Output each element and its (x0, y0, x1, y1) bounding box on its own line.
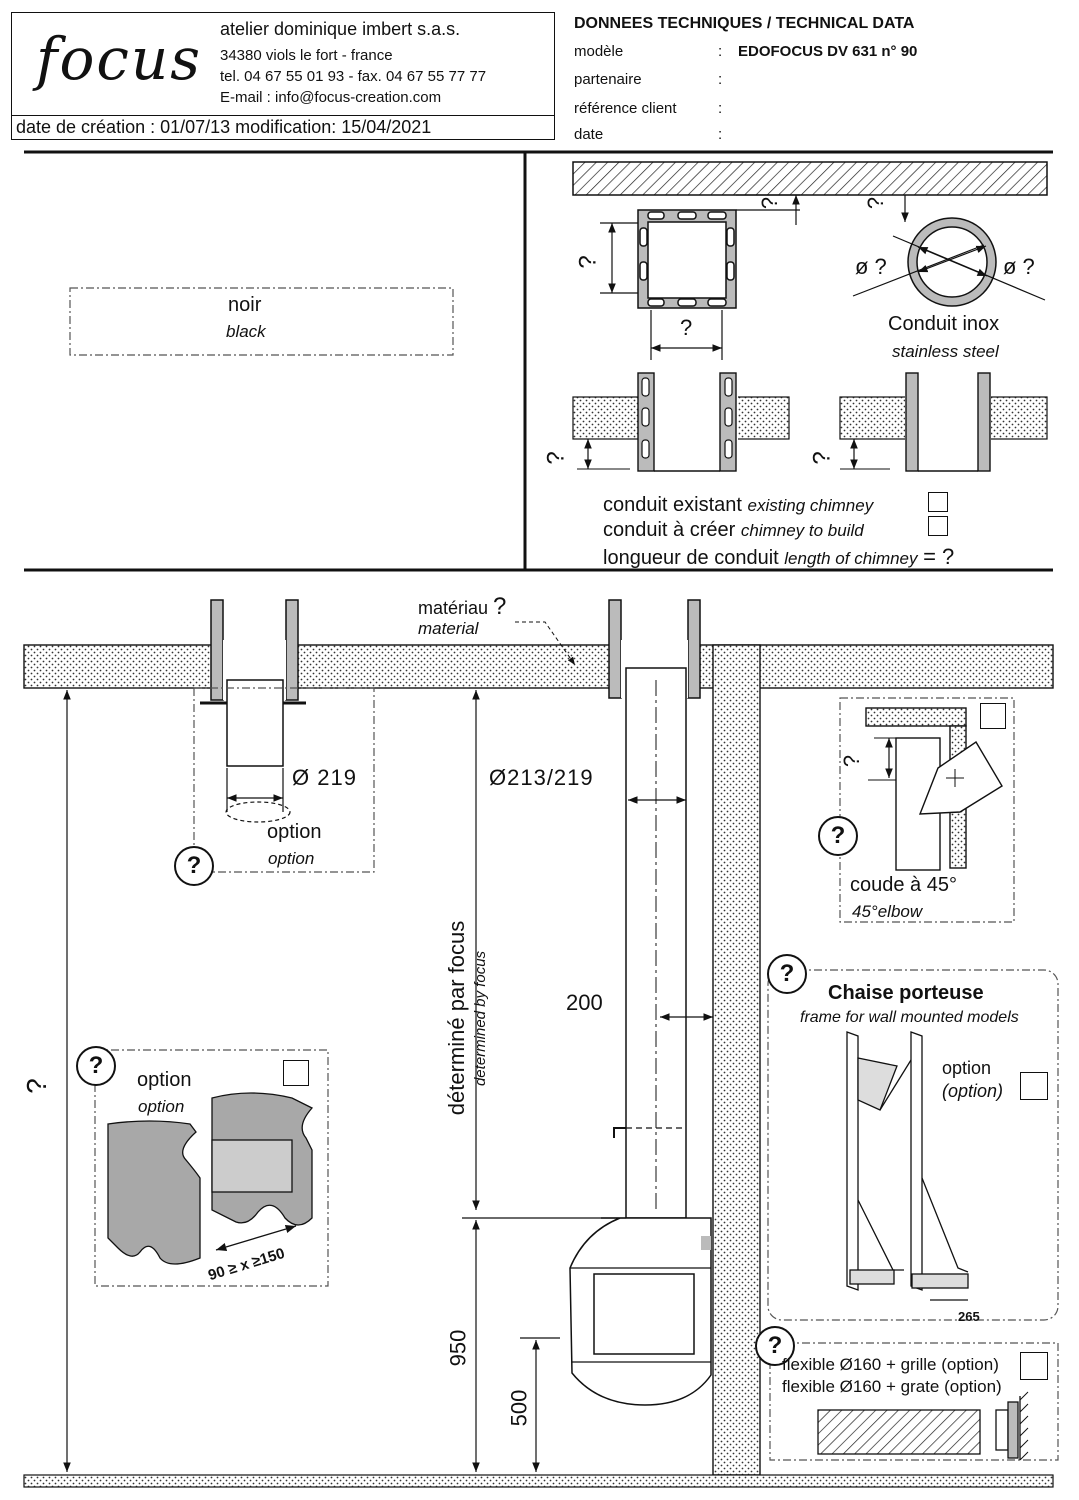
elbow-label-en: 45°elbow (852, 902, 923, 921)
frame-option-checkbox[interactable] (1020, 1072, 1048, 1100)
pipe-option-label-en: option (268, 849, 315, 868)
model-label: modèle (574, 43, 624, 60)
ceiling-distance-q-square: ? (757, 196, 783, 210)
round-diameter-q-left: ø ? (855, 254, 887, 279)
bracket-option-checkbox[interactable] (283, 1060, 309, 1086)
square-chimney (637, 209, 737, 309)
flex-box (769, 1342, 1059, 1461)
header-box: focus atelier dominique imbert s.a.s. 34… (11, 12, 555, 140)
frame-drawing (846, 1031, 969, 1301)
ceiling-hatch (572, 161, 1048, 196)
height-950: 950 (445, 1329, 471, 1367)
floor-depth-q-left: ? (542, 451, 570, 465)
central-chimney (608, 599, 701, 1219)
wall-distance-200: 200 (566, 990, 603, 1015)
bracket-drawing (107, 1092, 314, 1265)
company-name: atelier dominique imbert s.a.s. (220, 19, 461, 39)
frame-help-icon[interactable]: ? (767, 954, 807, 994)
flue-diameter: Ø213/219 (489, 765, 594, 790)
flex-option-checkbox[interactable] (1020, 1352, 1048, 1380)
elbow-drawing (865, 707, 1003, 871)
company-address: 34380 viols le fort - france (220, 47, 393, 64)
fireplace-body (569, 1217, 712, 1406)
frame-option-label-en: (option) (942, 1081, 1004, 1101)
date-label: date (574, 126, 604, 143)
floor-depth-q-right: ? (808, 451, 836, 465)
model-sep: : (718, 43, 723, 60)
ceiling-slab (23, 644, 1054, 689)
elbow-label: coude à 45° (850, 874, 957, 896)
determined-by-focus-label: déterminé par focus (444, 920, 470, 1116)
partner-sep: : (718, 71, 723, 88)
flex-help-icon[interactable]: ? (755, 1326, 795, 1366)
stainless-conduit-label: Conduit inox (888, 313, 1000, 335)
pipe-option-label: option (267, 821, 322, 843)
finish-box (69, 287, 454, 356)
round-diameter-q-right: ø ? (1003, 254, 1035, 279)
elbow-help-icon[interactable]: ? (818, 816, 858, 856)
creation-modification-dates: date de création : 01/07/13 modification… (16, 117, 432, 137)
finish-label: noir (228, 294, 262, 316)
left-chimney (200, 599, 306, 767)
frame-subtitle: frame for wall mounted models (800, 1009, 1019, 1026)
model-value: EDOFOCUS DV 631 n° 90 (738, 43, 918, 60)
material-pointer (515, 621, 576, 666)
existing-chimney-label: conduit existant existing chimney (603, 494, 874, 516)
elbow-option-checkbox[interactable] (980, 703, 1006, 729)
round-chimney (907, 217, 997, 307)
frame-box (767, 969, 1059, 1321)
height-500: 500 (506, 1389, 532, 1427)
bracket-option-label: option (137, 1069, 192, 1091)
material-label-en: material (418, 619, 479, 638)
flex-label-en: flexible Ø160 + grate (option) (782, 1377, 1002, 1396)
bracket-option-label-en: option (138, 1097, 185, 1116)
chimney-to-build-checkbox[interactable] (928, 516, 948, 536)
company-email: E-mail : info@focus-creation.com (220, 89, 442, 106)
frame-dim-265: 265 (958, 1309, 980, 1324)
material-label: matériau ? (418, 593, 507, 620)
chimney-length-label: longueur de conduit length of chimney = … (603, 544, 955, 569)
floor-section-left (572, 372, 790, 473)
existing-chimney-checkbox[interactable] (928, 492, 948, 512)
ceiling-distance-q-round: ? (863, 196, 889, 210)
square-width-q: ? (680, 315, 693, 340)
stainless-conduit-label-en: stainless steel (892, 342, 999, 361)
technical-data-title: DONNEES TECHNIQUES / TECHNICAL DATA (574, 15, 915, 32)
flex-label-fr: flexible Ø160 + grille (option) (782, 1355, 999, 1374)
bracket-help-icon[interactable]: ? (76, 1046, 116, 1086)
client-reference-sep: : (718, 100, 723, 117)
elbow-distance-q: ? (839, 754, 865, 768)
focus-logo: focus (36, 25, 202, 93)
floor (23, 1474, 1054, 1488)
square-height-q: ? (574, 255, 602, 269)
frame-option-label: option (942, 1058, 992, 1078)
header-separator (12, 115, 554, 116)
partner-label: partenaire (574, 71, 642, 88)
floor-section-right (839, 372, 1048, 473)
total-height-q: ? (20, 1078, 52, 1094)
pipe-diameter-219: Ø 219 (292, 765, 357, 790)
company-phone-fax: tel. 04 67 55 01 93 - fax. 04 67 55 77 7… (220, 68, 487, 85)
left-option-box (193, 687, 375, 873)
pipe-option-help-icon[interactable]: ? (174, 846, 214, 886)
elbow-box (839, 697, 1015, 923)
wall (712, 644, 761, 1476)
bracket-box (94, 1049, 329, 1287)
finish-label-en: black (226, 322, 266, 341)
chimney-to-build-label: conduit à créer chimney to build (603, 519, 864, 541)
frame-lines (24, 150, 1053, 572)
frame-title: Chaise porteuse (828, 982, 984, 1004)
client-reference-label: référence client (574, 100, 677, 117)
flex-drawing (817, 1391, 1029, 1461)
determined-by-focus-label-en: determined by focus (472, 950, 490, 1087)
date-sep: : (718, 126, 723, 143)
